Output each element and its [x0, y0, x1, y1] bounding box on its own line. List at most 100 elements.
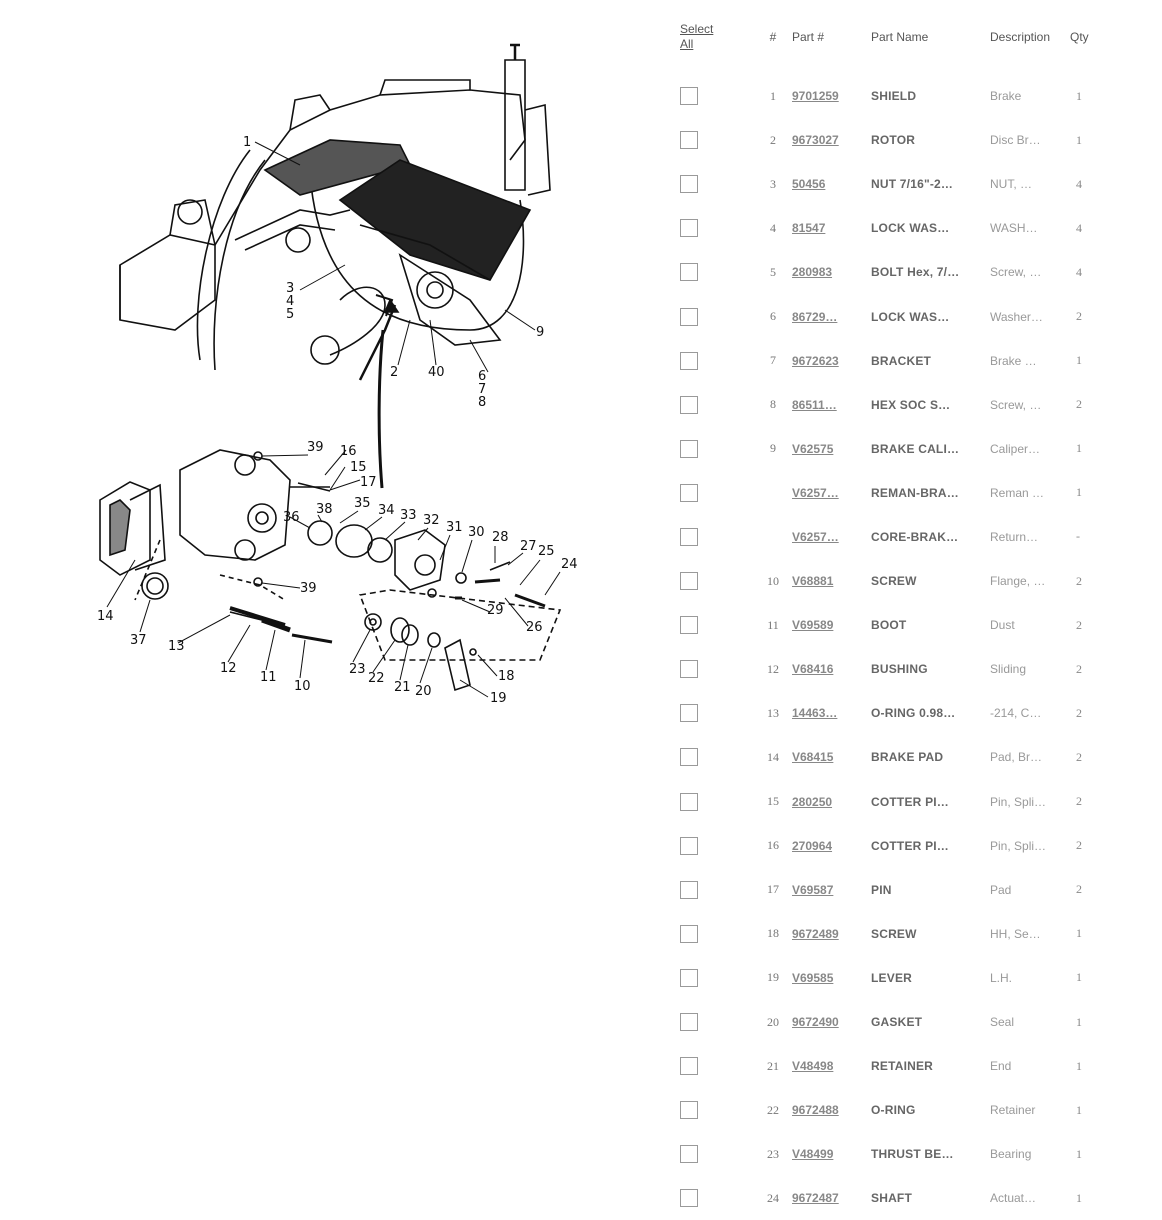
part-number-link[interactable]: V69587 [792, 882, 834, 897]
part-number-link[interactable]: 9701259 [792, 89, 839, 104]
part-number-link[interactable]: 270964 [792, 838, 833, 853]
part-number-link[interactable]: 86729… [792, 309, 838, 324]
row-select-checkbox[interactable] [680, 483, 698, 502]
row-select-checkbox[interactable] [680, 175, 698, 194]
part-number-link[interactable]: 9672490 [792, 1015, 839, 1030]
part-number-link[interactable]: 9672488 [792, 1103, 839, 1118]
row-select-cell [672, 1132, 754, 1176]
part-description: Pad, Br… [990, 750, 1043, 765]
part-number-link[interactable]: V62575 [792, 441, 834, 456]
part-number-link[interactable]: V69585 [792, 970, 834, 985]
part-number-link[interactable]: V68415 [792, 750, 834, 765]
part-qty: 1 [1076, 926, 1082, 941]
part-name: BUSHING [871, 662, 928, 677]
part-number-link[interactable]: V48499 [792, 1147, 834, 1162]
part-description: Pin, Spli… [990, 838, 1047, 853]
callout: 28 [492, 530, 509, 545]
row-select-checkbox[interactable] [680, 527, 698, 546]
part-number-cell: V62575 [792, 427, 871, 471]
part-number-cell: 9672490 [792, 1000, 871, 1044]
callout: 17 [360, 475, 377, 490]
callout: 18 [498, 669, 515, 684]
part-number-link[interactable]: V6257… [792, 529, 839, 544]
part-number-link[interactable]: 86511… [792, 397, 837, 412]
part-number-link[interactable]: 81547 [792, 221, 826, 236]
row-select-checkbox[interactable] [680, 968, 698, 987]
part-name: SCREW [871, 926, 917, 941]
part-number-link[interactable]: 280983 [792, 265, 833, 280]
row-select-checkbox[interactable] [680, 704, 698, 723]
callout: 2 [390, 365, 398, 380]
callout: 32 [423, 513, 440, 528]
row-select-checkbox[interactable] [680, 1145, 698, 1164]
row-select-checkbox[interactable] [680, 439, 698, 458]
row-select-checkbox[interactable] [680, 792, 698, 811]
part-description: Screw, … [990, 265, 1042, 280]
part-number-link[interactable]: V48498 [792, 1059, 834, 1074]
leader-lines [106, 141, 561, 698]
row-select-checkbox[interactable] [680, 572, 698, 591]
row-select-cell [672, 647, 754, 691]
row-select-checkbox[interactable] [680, 351, 698, 370]
part-qty: 1 [1076, 1058, 1082, 1073]
part-number-cell: V68415 [792, 735, 871, 779]
part-number-link[interactable]: V69589 [792, 618, 834, 633]
part-number-cell: V68416 [792, 647, 871, 691]
row-select-cell [672, 427, 754, 471]
part-number-link[interactable]: 9672623 [792, 353, 839, 368]
part-number-link[interactable]: V6257… [792, 485, 839, 500]
row-select-checkbox[interactable] [680, 131, 698, 150]
row-select-checkbox[interactable] [680, 1101, 698, 1120]
part-name: LOCK WAS… [871, 309, 950, 324]
row-select-checkbox[interactable] [680, 307, 698, 326]
row-select-checkbox[interactable] [680, 219, 698, 238]
part-number-link[interactable]: 9673027 [792, 133, 839, 148]
part-number-cell: 270964 [792, 824, 871, 868]
row-number: 19 [767, 970, 779, 985]
part-name: O-RING 0.98… [871, 706, 956, 721]
callout: 9 [536, 325, 544, 340]
part-number-cell: 81547 [792, 206, 871, 250]
part-number-link[interactable]: 50456 [792, 177, 826, 192]
part-number-link[interactable]: V68416 [792, 662, 834, 677]
part-number-link[interactable]: 9672489 [792, 926, 839, 941]
row-select-cell [672, 383, 754, 427]
part-number-link[interactable]: 280250 [792, 794, 833, 809]
row-select-checkbox[interactable] [680, 1057, 698, 1076]
row-select-checkbox[interactable] [680, 924, 698, 943]
part-description: Retainer [990, 1103, 1036, 1118]
part-description: -214, C… [990, 706, 1042, 721]
row-select-checkbox[interactable] [680, 1013, 698, 1032]
row-number: 15 [767, 794, 779, 809]
row-select-checkbox[interactable] [680, 616, 698, 635]
callout: 8 [478, 395, 486, 410]
select-all-link[interactable]: Select All [680, 22, 714, 51]
row-number: 4 [770, 220, 776, 235]
row-select-checkbox[interactable] [680, 395, 698, 414]
part-description: Brake … [990, 353, 1037, 368]
part-number-cell: 9672487 [792, 1176, 871, 1220]
row-select-checkbox[interactable] [680, 880, 698, 899]
row-select-cell [672, 471, 754, 515]
row-select-checkbox[interactable] [680, 748, 698, 767]
part-description: HH, Se… [990, 926, 1041, 941]
row-select-checkbox[interactable] [680, 263, 698, 282]
part-number-link[interactable]: 9672487 [792, 1191, 839, 1206]
row-select-checkbox[interactable] [680, 836, 698, 855]
exploded-parts-diagram: 1 2 3 4 5 6 7 8 9 10 11 12 13 14 15 16 1… [0, 0, 660, 720]
part-description: Sliding [990, 662, 1027, 677]
row-select-checkbox[interactable] [680, 660, 698, 679]
part-qty: 1 [1076, 485, 1082, 500]
part-name: THRUST BE… [871, 1147, 954, 1162]
part-number-link[interactable]: 14463… [792, 706, 838, 721]
part-number-link[interactable]: V68881 [792, 574, 834, 589]
row-select-checkbox[interactable] [680, 87, 698, 106]
row-select-checkbox[interactable] [680, 1189, 698, 1208]
part-description: End [990, 1059, 1012, 1074]
part-qty: 2 [1076, 573, 1082, 588]
